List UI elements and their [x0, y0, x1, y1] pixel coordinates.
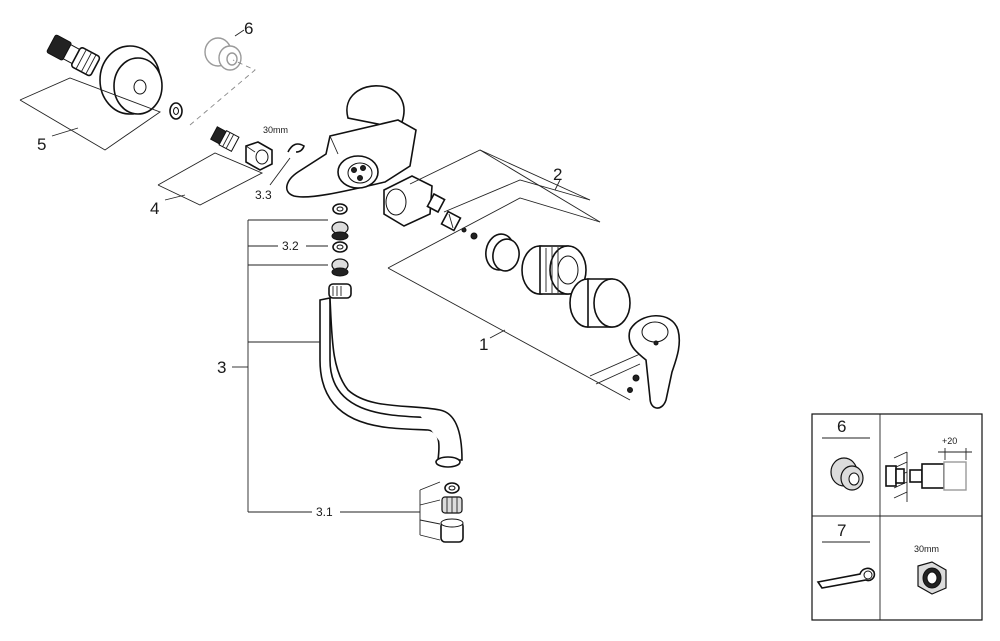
callout-1: 1 [479, 335, 488, 354]
cover-sleeve [569, 278, 631, 328]
part-3-3-clip [287, 143, 305, 153]
lever-handle [627, 315, 681, 409]
callout-3: 3 [217, 358, 226, 377]
part-4-connector [210, 126, 240, 153]
wrench-icon [816, 567, 876, 589]
inset-label-6: 6 [837, 417, 846, 436]
callout-2: 2 [553, 165, 562, 184]
accessory-inset: 6 +20 7 [811, 413, 983, 621]
inset-label-7: 7 [837, 521, 846, 540]
part-5-rosette [99, 45, 163, 115]
spout-washers [331, 203, 349, 277]
callout-4: 4 [150, 199, 159, 218]
part-5-washer [169, 102, 183, 120]
callout-3-1: 3.1 [316, 505, 333, 519]
callout-3-2: 3.2 [282, 239, 299, 253]
part-4-bracket [157, 152, 264, 206]
part-5-bracket [19, 77, 161, 151]
callout-3-3: 3.3 [255, 188, 272, 202]
part-4-hex-nut [245, 141, 273, 171]
spindle-adapter [440, 210, 478, 240]
inset-wrench-size: 30mm [914, 544, 939, 554]
wrench-size-label: 30mm [263, 125, 288, 135]
inset-extension-section [885, 448, 972, 502]
inset-extension-label: +20 [942, 436, 957, 446]
part-6-extension-ghost [204, 37, 242, 71]
callout-5: 5 [37, 135, 46, 154]
mixer-body [286, 85, 417, 198]
inset-hex-nut [917, 561, 947, 595]
spout-pipe [319, 283, 463, 468]
cartridge [383, 175, 446, 227]
callout-6: 6 [244, 19, 253, 38]
part-5-eccentric-connector [46, 34, 101, 77]
aerator-set [440, 482, 464, 543]
o-rings [485, 233, 520, 272]
bonnet-nut [521, 245, 587, 295]
inset-extension-part [830, 457, 864, 491]
